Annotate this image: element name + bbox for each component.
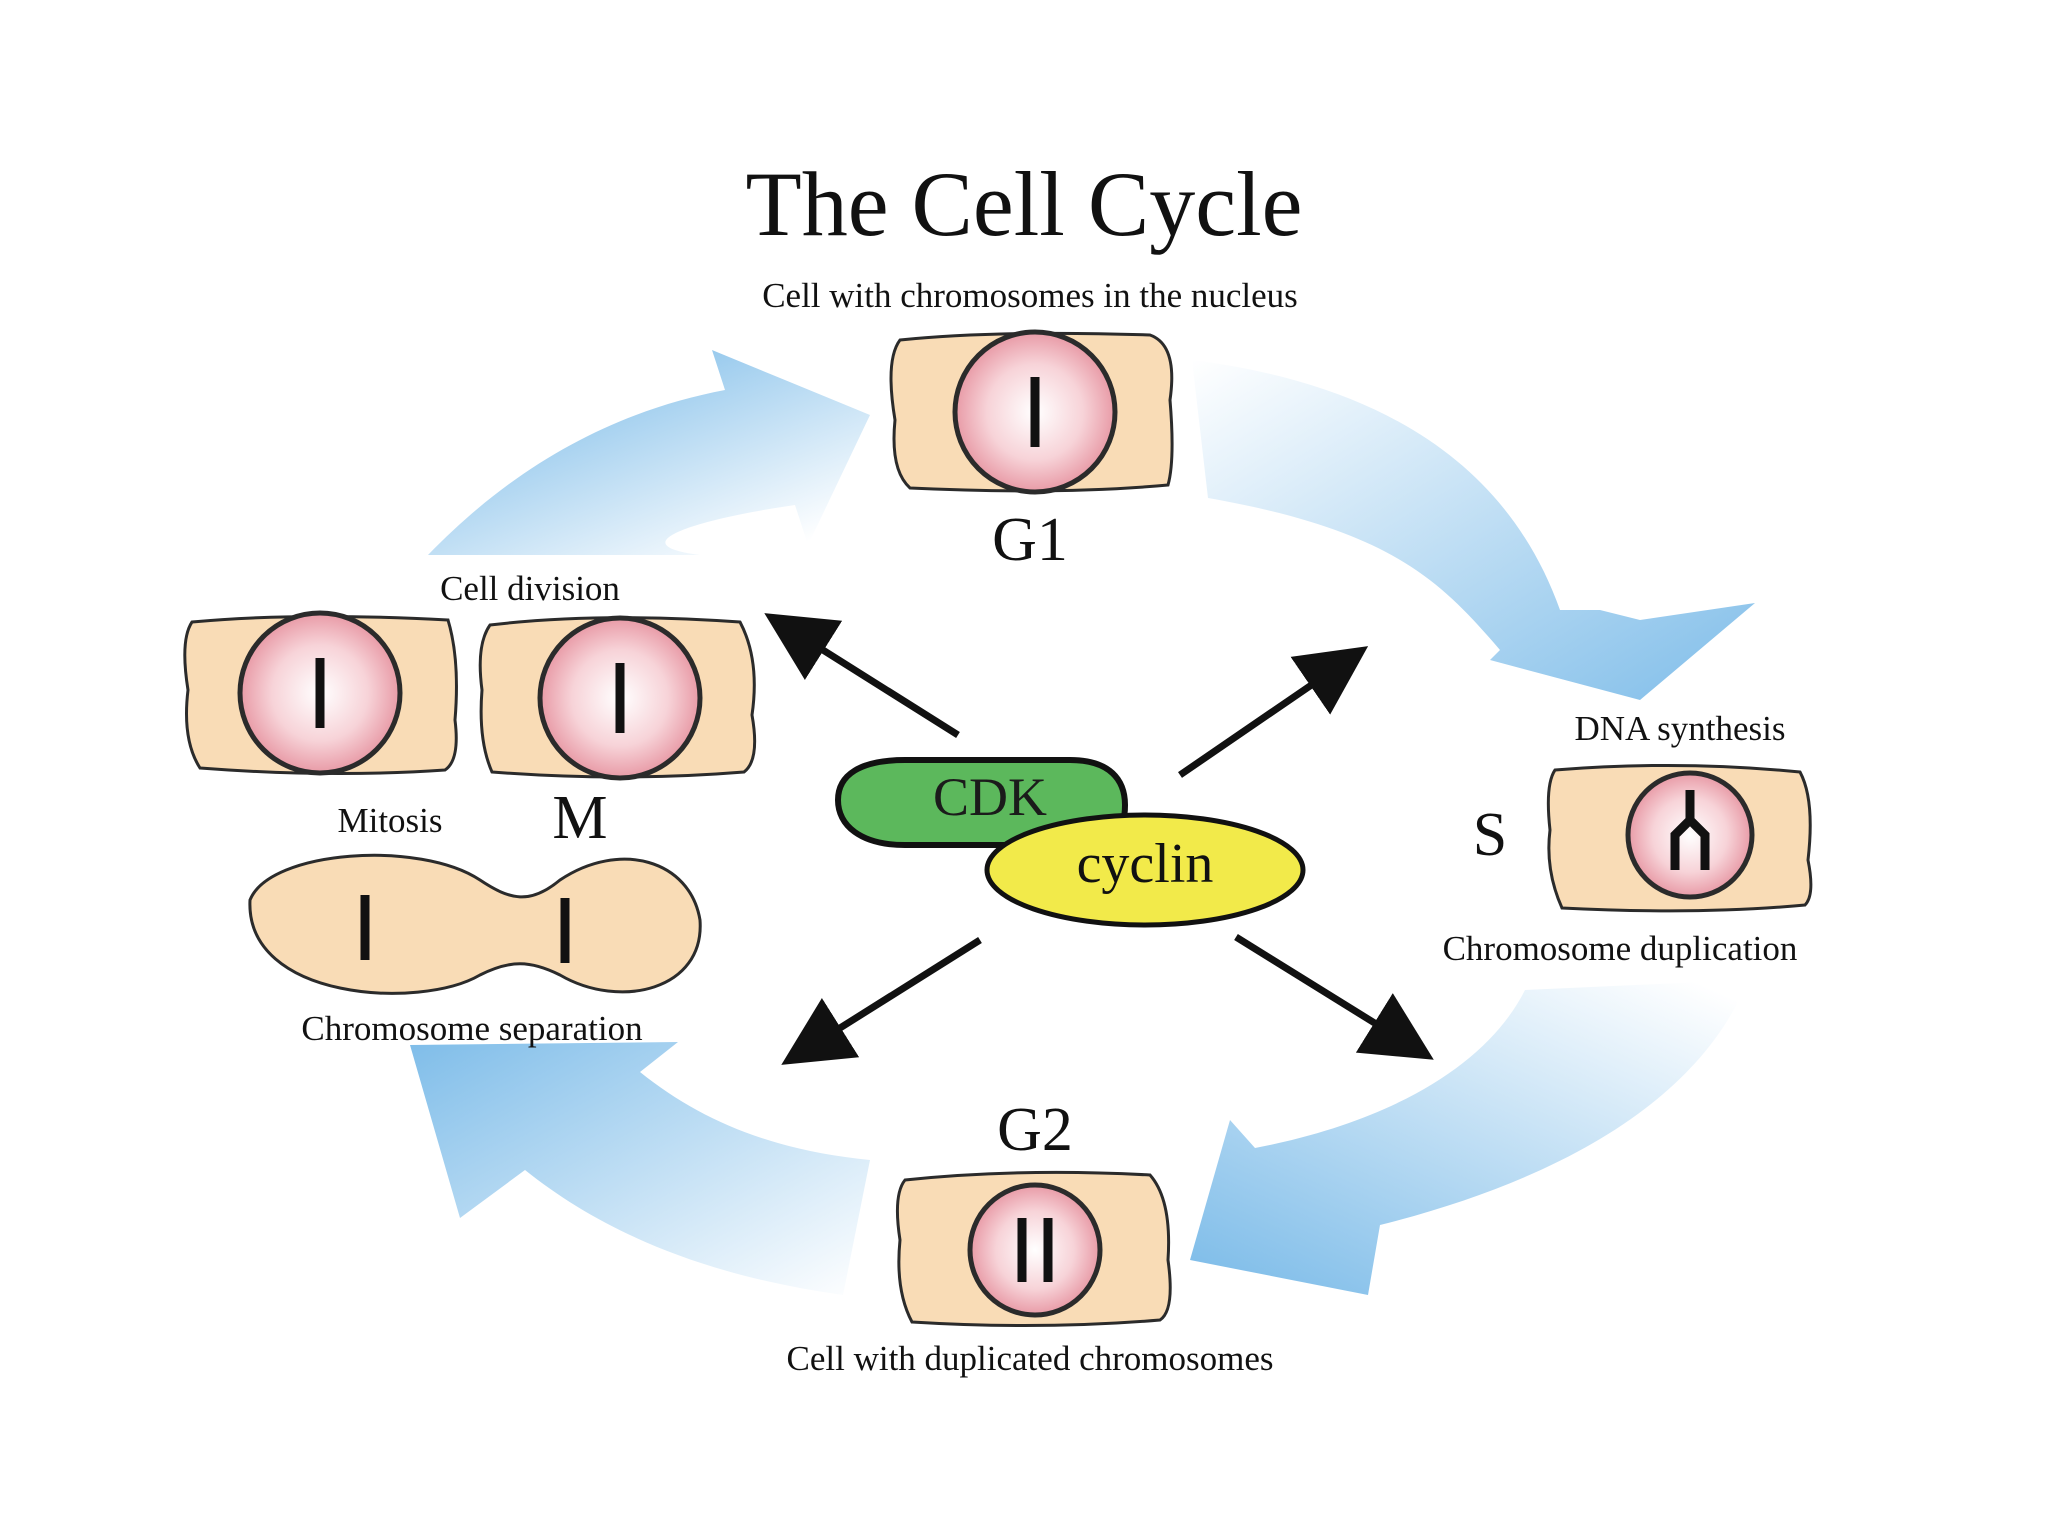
s-nucleus: [1625, 770, 1755, 900]
cycle-arrow-g2-to-m: [410, 1042, 870, 1295]
s-caption-top: DNA synthesis: [1575, 709, 1786, 748]
reg-arrow-to-g2-right: [1234, 934, 1434, 1060]
regulatory-arrows: [764, 613, 1434, 1065]
m-dividing-cell: [248, 853, 702, 995]
cyclin-label: cyclin: [1077, 833, 1214, 895]
m-daughter-cell-right: [478, 615, 757, 781]
reg-arrow-to-m-bottom: [781, 937, 982, 1065]
s-chromosome: [1670, 790, 1710, 870]
m-caption-top: Cell division: [440, 569, 620, 608]
g1-cell: [889, 329, 1174, 495]
s-caption-bottom: Chromosome duplication: [1443, 929, 1798, 968]
cycle-arrow-s-to-g2: [1190, 980, 1748, 1295]
diagram-title: The Cell Cycle: [746, 153, 1303, 255]
reg-arrow-to-m-top: [764, 613, 960, 738]
m-label: M: [552, 784, 607, 852]
g2-label: G2: [997, 1096, 1073, 1164]
g2-nucleus: [967, 1182, 1103, 1318]
cyclin-shape: [984, 812, 1306, 928]
m-daughter-cell-left: [183, 610, 458, 776]
cycle-arrow-m-to-g1: [428, 350, 870, 555]
cdk-label: CDK: [933, 767, 1047, 827]
s-label: S: [1473, 801, 1507, 869]
s-cell: [1546, 763, 1813, 913]
g2-cell: [895, 1170, 1172, 1328]
g2-caption: Cell with duplicated chromosomes: [787, 1339, 1274, 1378]
m-caption-mid: Mitosis: [337, 801, 442, 840]
g1-label: G1: [992, 506, 1068, 574]
cycle-arrow-g1-to-s: [1192, 360, 1755, 700]
cdk-cyclin-complex: CDK cyclin: [834, 757, 1306, 928]
g1-caption: Cell with chromosomes in the nucleus: [762, 276, 1298, 315]
reg-arrow-to-s-top: [1178, 646, 1369, 778]
m-caption-bottom: Chromosome separation: [301, 1009, 642, 1048]
